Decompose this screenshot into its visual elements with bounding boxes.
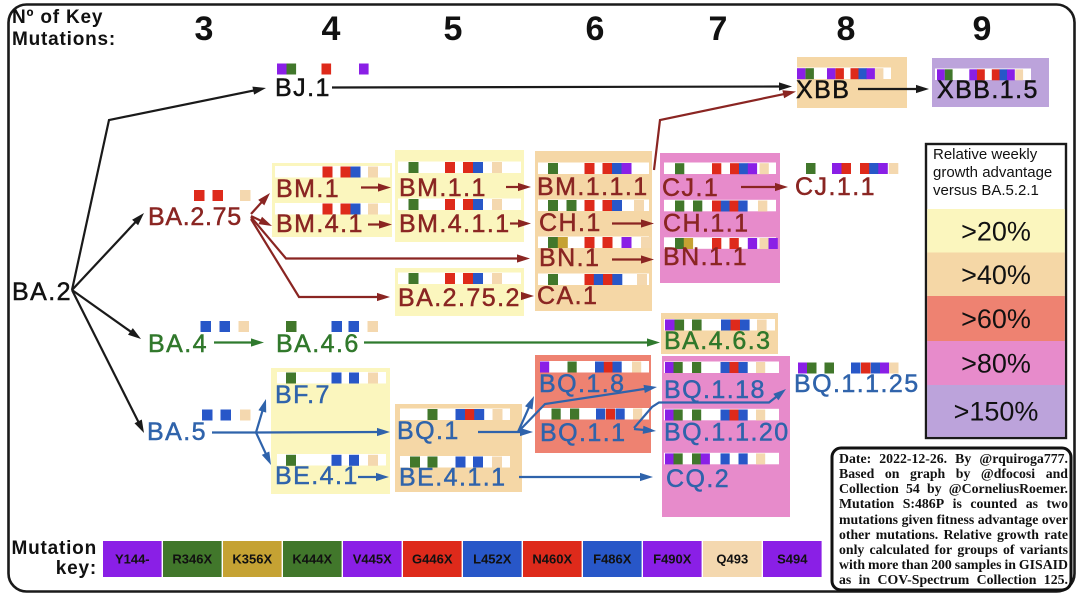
svg-text:N460X: N460X — [532, 552, 572, 567]
svg-text:BE.4.1.1: BE.4.1.1 — [399, 464, 507, 492]
svg-text:V445X: V445X — [353, 552, 392, 567]
svg-text:F490X: F490X — [653, 552, 692, 567]
svg-text:S494: S494 — [777, 552, 808, 567]
svg-text:>20%: >20% — [961, 216, 1031, 246]
svg-text:BA.4.6.3: BA.4.6.3 — [664, 327, 772, 355]
svg-text:BN.1: BN.1 — [539, 244, 600, 272]
svg-text:BA.2: BA.2 — [12, 278, 72, 306]
svg-text:BF.7: BF.7 — [275, 381, 331, 409]
svg-text:growth advantage: growth advantage — [933, 164, 1052, 181]
svg-text:BQ.1.18: BQ.1.18 — [664, 376, 766, 404]
svg-text:>150%: >150% — [954, 396, 1039, 426]
svg-text:BM.4.1: BM.4.1 — [276, 210, 364, 238]
svg-text:>60%: >60% — [961, 304, 1031, 334]
svg-text:>80%: >80% — [961, 349, 1031, 379]
svg-text:3: 3 — [195, 10, 214, 48]
svg-text:key:: key: — [56, 558, 97, 579]
svg-text:Mutations:: Mutations: — [12, 29, 116, 50]
svg-text:>40%: >40% — [961, 260, 1031, 290]
svg-text:BQ.1.1: BQ.1.1 — [540, 419, 627, 447]
svg-text:BM.4.1.1: BM.4.1.1 — [399, 210, 511, 238]
svg-text:6: 6 — [586, 10, 605, 48]
svg-text:4: 4 — [322, 10, 341, 48]
svg-text:CH.1.1: CH.1.1 — [663, 210, 750, 238]
svg-text:BJ.1: BJ.1 — [275, 74, 331, 102]
svg-text:9: 9 — [973, 10, 992, 48]
svg-text:BA.4.6: BA.4.6 — [276, 330, 360, 358]
svg-text:Relative weekly: Relative weekly — [933, 146, 1038, 163]
svg-text:Y144-: Y144- — [115, 552, 150, 567]
svg-text:BA.4: BA.4 — [148, 330, 208, 358]
svg-text:CA.1: CA.1 — [537, 282, 598, 310]
svg-text:K444X: K444X — [292, 552, 332, 567]
svg-text:7: 7 — [709, 10, 728, 48]
svg-text:BQ.1.1.20: BQ.1.1.20 — [664, 419, 790, 447]
svg-text:G446X: G446X — [412, 552, 453, 567]
svg-text:CJ.1: CJ.1 — [662, 174, 719, 202]
svg-text:BA.2.75.2: BA.2.75.2 — [398, 284, 521, 312]
svg-text:XBB.1.5: XBB.1.5 — [937, 76, 1039, 104]
svg-text:versus BA.5.2.1: versus BA.5.2.1 — [933, 182, 1039, 199]
svg-text:BA.5: BA.5 — [147, 418, 207, 446]
svg-text:L452X: L452X — [473, 552, 512, 567]
svg-text:Nº of Key: Nº of Key — [12, 7, 103, 28]
svg-text:CQ.2: CQ.2 — [666, 465, 730, 493]
svg-text:CH.1: CH.1 — [539, 209, 602, 237]
svg-text:XBB: XBB — [796, 76, 850, 104]
svg-text:R346X: R346X — [172, 552, 212, 567]
svg-text:8: 8 — [837, 10, 856, 48]
svg-text:BQ.1: BQ.1 — [397, 417, 460, 445]
svg-text:BM.1.1.1: BM.1.1.1 — [537, 173, 649, 201]
svg-text:BM.1: BM.1 — [276, 175, 340, 203]
svg-text:F486X: F486X — [593, 552, 632, 567]
svg-text:BQ.1.1.25: BQ.1.1.25 — [794, 370, 920, 398]
svg-text:Mutation: Mutation — [11, 538, 97, 559]
svg-text:Q493: Q493 — [716, 552, 748, 567]
svg-text:5: 5 — [444, 10, 463, 48]
svg-text:BN.1.1: BN.1.1 — [663, 243, 748, 271]
svg-text:BA.2.75: BA.2.75 — [148, 203, 242, 231]
svg-text:K356X: K356X — [232, 552, 272, 567]
svg-text:BQ.1.8: BQ.1.8 — [539, 370, 626, 398]
svg-text:BE.4.1: BE.4.1 — [275, 462, 359, 490]
svg-text:CJ.1.1: CJ.1.1 — [795, 173, 876, 201]
svg-text:BM.1.1: BM.1.1 — [399, 174, 487, 202]
